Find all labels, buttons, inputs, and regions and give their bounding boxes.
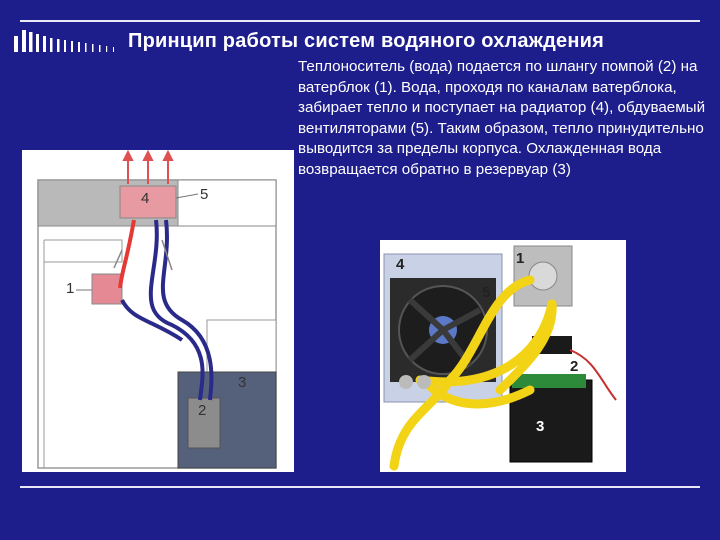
diagram-label-5: 5: [200, 186, 209, 203]
top-divider: [20, 20, 700, 22]
photo-label-1: 1: [516, 250, 525, 267]
photo-label-4: 4: [396, 256, 405, 273]
decorative-stripes: [14, 30, 114, 52]
cooling-schematic: 4 5 1 3 2: [22, 149, 294, 472]
photo-label-3: 3: [536, 418, 545, 435]
page-title: Принцип работы систем водяного охлаждени…: [128, 30, 604, 52]
diagram-label-3: 3: [238, 374, 247, 391]
diagram-label-4: 4: [141, 190, 150, 207]
cooling-photo: 4 1 5 2 3: [380, 240, 626, 472]
description-text: Теплоноситель (вода) подается по шлангу …: [298, 58, 706, 178]
photo-drawing: [383, 245, 617, 471]
bottom-divider: [20, 486, 700, 488]
diagram-label-1: 1: [66, 280, 75, 297]
schematic-drawing: [37, 149, 277, 469]
photo-label-2: 2: [570, 358, 579, 375]
diagram-label-2: 2: [198, 402, 207, 419]
photo-label-5: 5: [482, 284, 491, 301]
